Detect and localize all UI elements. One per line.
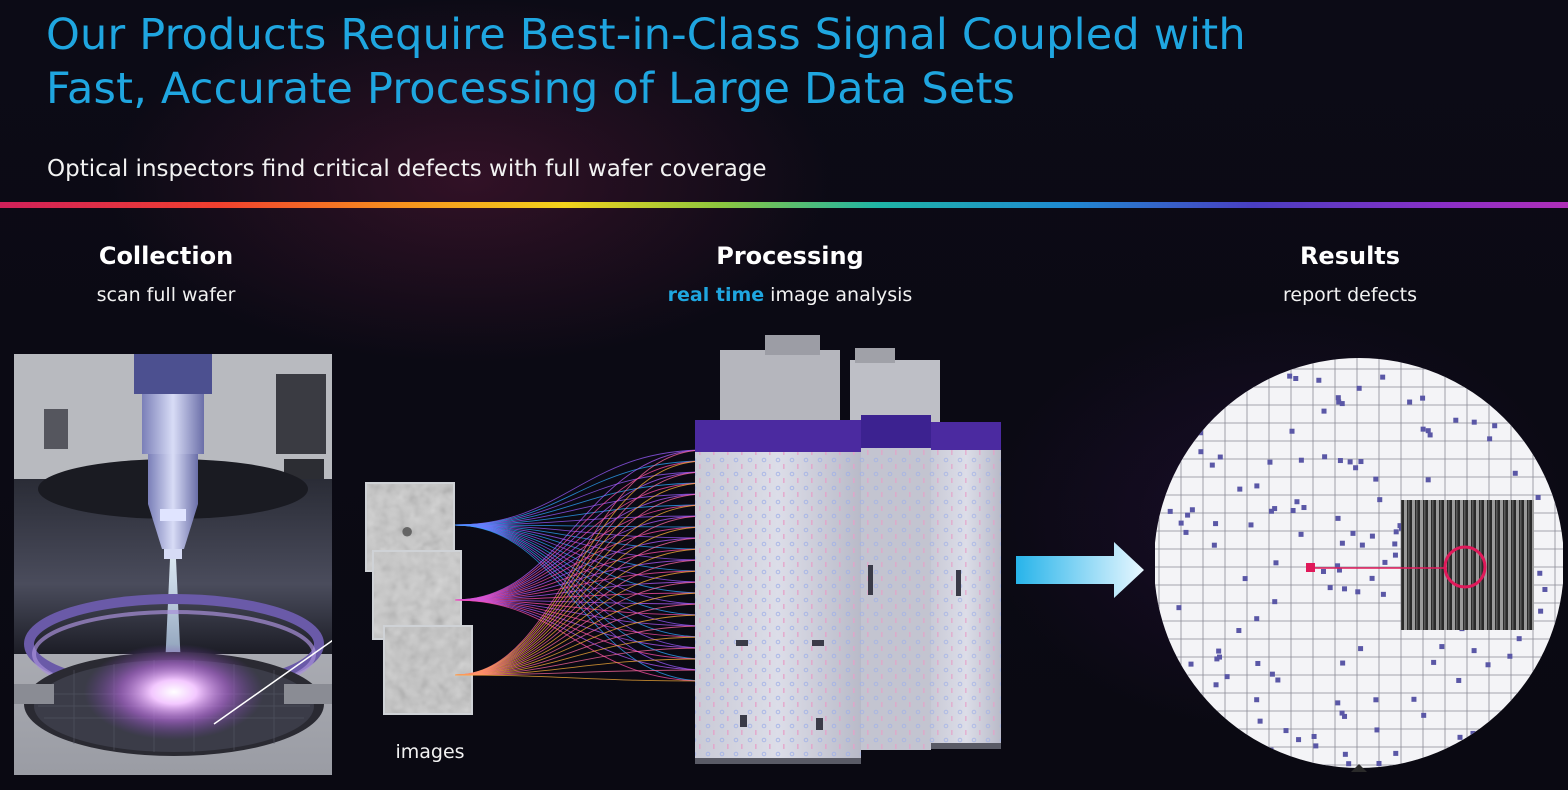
images-label: images [395,741,465,763]
slide-subtitle: Optical inspectors find critical defects… [47,156,767,182]
title-line-1: Our Products Require Best-in-Class Signa… [46,10,1246,60]
rainbow-divider [0,202,1568,208]
slide-title: Our Products Require Best-in-Class Signa… [46,8,1246,116]
results-caption: report defects [1283,284,1417,306]
results-heading: Results [1299,242,1401,270]
wafer-image-tile-3 [383,625,473,715]
processing-caption-rest: image analysis [764,284,913,306]
data-streams [455,449,705,682]
processing-heading: Processing [716,242,864,270]
image-computer-cabinet [695,335,1001,764]
collection-caption: scan full wafer [96,284,236,306]
processing-caption: real time image analysis [640,282,940,308]
right-arrow-icon [1016,542,1144,598]
highlighted-defect-marker [1306,563,1315,572]
defect-zoom-inset [1401,500,1534,630]
optical-inspector-illustration [14,354,332,775]
processing-caption-highlight: real time [667,284,765,306]
collection-heading: Collection [98,242,234,270]
title-line-2: Fast, Accurate Processing of Large Data … [46,64,1016,114]
wafer-defect-map [1155,358,1563,772]
defect-highlight-circle [1443,545,1487,589]
